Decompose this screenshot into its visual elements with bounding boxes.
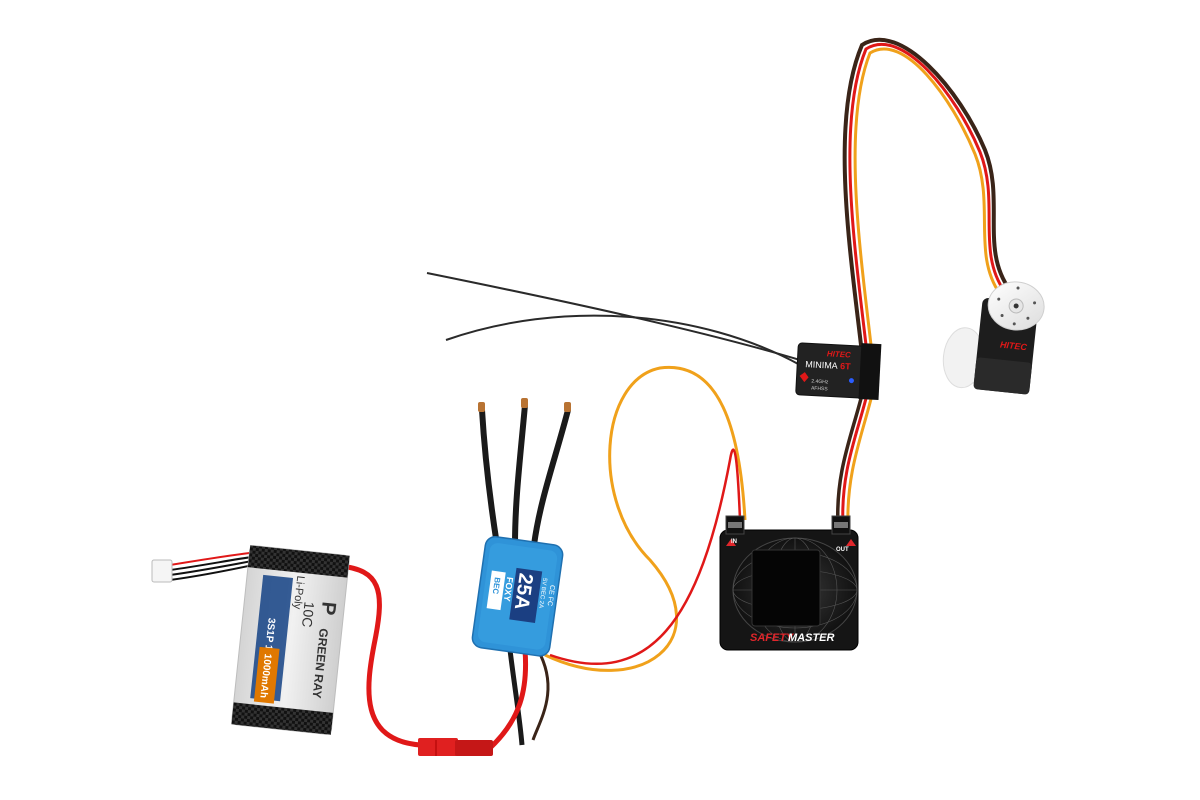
- servo-tester: IN OUT SAFETY MASTER: [719, 515, 859, 651]
- out-arrow-icon: [846, 539, 856, 546]
- esc-power-leads: [488, 649, 529, 750]
- esc: BEC FOXY 25A 5V BEC 2A CE FC: [471, 535, 564, 657]
- battery-logo: P: [316, 601, 339, 617]
- tester-name-part1: SAFETY: [750, 632, 795, 644]
- esc-to-tester-lead: [531, 365, 747, 741]
- in-arrow-icon: [726, 539, 736, 546]
- tester-name-part2: MASTER: [788, 632, 835, 644]
- balance-plug: [151, 559, 173, 583]
- receiver-protocol: AFHSS: [811, 386, 829, 393]
- receiver-brand: HITEC: [827, 349, 852, 359]
- esc-bec-badge: BEC: [491, 577, 502, 595]
- receiver-led: [848, 378, 854, 384]
- servo: HITEC: [942, 281, 1045, 395]
- receiver-model: MINIMA: [805, 359, 838, 371]
- battery-discharge: 10C: [299, 601, 318, 628]
- lipo-battery: 3S1P 11.1V 10C Li-Poly GREEN RAY P 1000m…: [231, 545, 350, 735]
- receiver-antennas: [426, 272, 801, 366]
- esc-brand: FOXY: [502, 576, 515, 602]
- motor-wire-tips: [478, 398, 571, 412]
- esc-note: 5V BEC 2A: [537, 577, 547, 608]
- esc-marks: CE FC: [546, 585, 556, 607]
- servo-brand: HITEC: [1000, 340, 1028, 353]
- battery-lead: [339, 563, 421, 748]
- esc-rating: 25A: [510, 572, 537, 611]
- tester-in-label: IN: [731, 539, 737, 545]
- receiver-model-suffix: 6T: [840, 361, 852, 372]
- esc-motor-wires: [479, 402, 571, 548]
- receiver: HITEC MINIMA 6T 2.4GHz AFHSS: [795, 342, 882, 401]
- servo-lead: [842, 37, 1012, 347]
- balance-lead: [169, 551, 259, 581]
- battery-capacity: 1000mAh: [257, 653, 273, 698]
- receiver-band: 2.4GHz: [811, 379, 829, 386]
- jst-connector: [418, 738, 493, 756]
- tester-out-label: OUT: [836, 547, 849, 553]
- battery-type: Li-Poly: [291, 575, 307, 610]
